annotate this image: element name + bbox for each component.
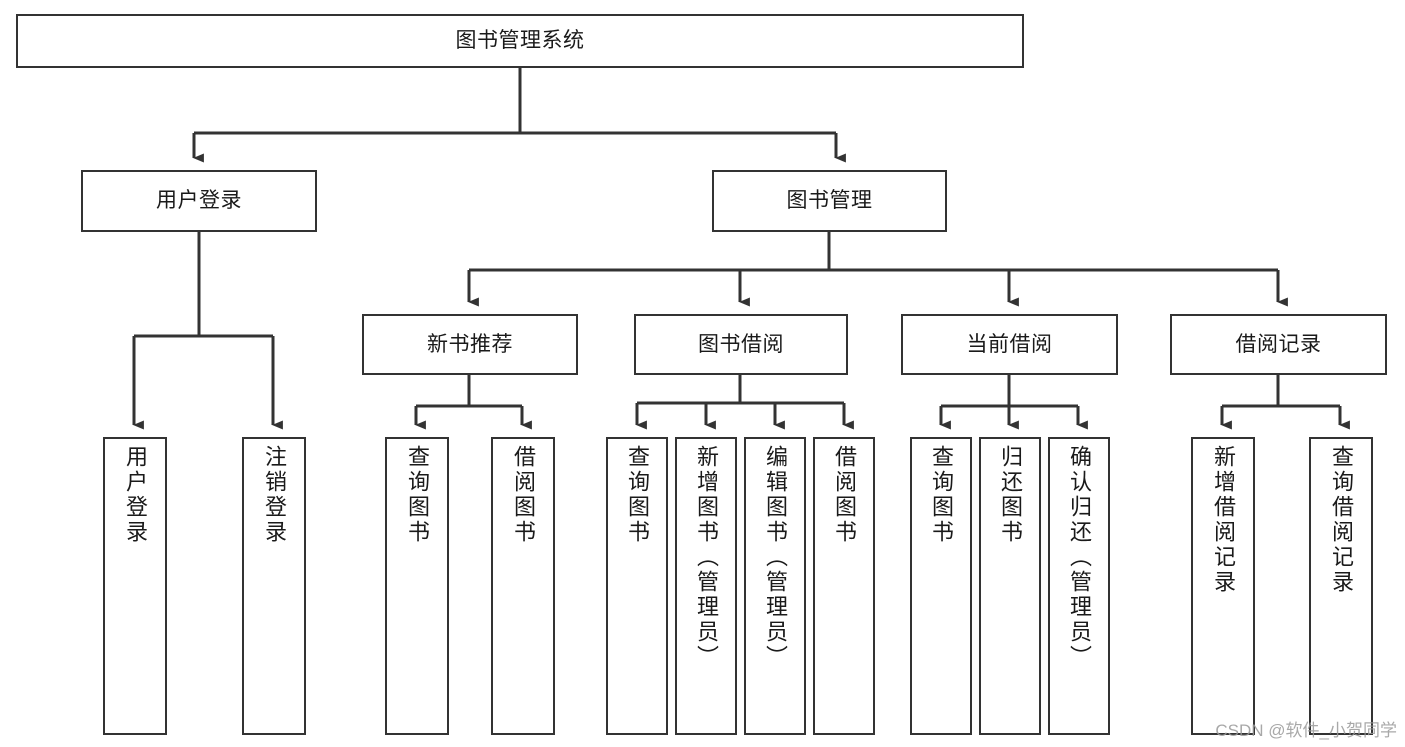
node-label: 借阅图书	[832, 445, 857, 545]
node-leaf-current-query-book[interactable]: 查询图书	[910, 437, 972, 735]
node-new-book-recommendation[interactable]: 新书推荐	[362, 314, 578, 375]
node-book-borrowing[interactable]: 图书借阅	[634, 314, 848, 375]
node-leaf-current-confirm-return-admin[interactable]: 确认归还（管理员）	[1048, 437, 1110, 735]
node-borrowing-record[interactable]: 借阅记录	[1170, 314, 1387, 375]
node-label: 确认归还（管理员）	[1067, 445, 1092, 670]
node-leaf-current-return-book[interactable]: 归还图书	[979, 437, 1041, 735]
node-label: 当前借阅	[966, 332, 1053, 356]
node-leaf-recommend-borrow-book[interactable]: 借阅图书	[491, 437, 555, 735]
node-label: 查询图书	[625, 445, 650, 545]
node-label: 图书管理	[786, 189, 873, 213]
node-label: 新增借阅记录	[1211, 445, 1236, 595]
node-leaf-logout[interactable]: 注销登录	[242, 437, 306, 735]
node-label: 新书推荐	[427, 332, 513, 356]
node-user-login[interactable]: 用户登录	[81, 170, 317, 232]
node-current-borrowing[interactable]: 当前借阅	[901, 314, 1118, 375]
node-label: 查询借阅记录	[1329, 445, 1354, 595]
node-leaf-borrow-query-book[interactable]: 查询图书	[606, 437, 668, 735]
node-leaf-record-query-borrow-record[interactable]: 查询借阅记录	[1309, 437, 1373, 735]
watermark-text: CSDN @软件_小贺同学	[1215, 721, 1397, 740]
node-label: 借阅记录	[1235, 332, 1322, 356]
node-book-management[interactable]: 图书管理	[712, 170, 947, 232]
node-leaf-record-add-borrow-record[interactable]: 新增借阅记录	[1191, 437, 1255, 735]
node-label: 编辑图书（管理员）	[763, 445, 788, 670]
node-leaf-borrow-borrow-book[interactable]: 借阅图书	[813, 437, 875, 735]
node-leaf-borrow-edit-book-admin[interactable]: 编辑图书（管理员）	[744, 437, 806, 735]
node-label: 用户登录	[156, 189, 242, 213]
node-label: 新增图书（管理员）	[694, 445, 719, 670]
node-leaf-user-login[interactable]: 用户登录	[103, 437, 167, 735]
node-leaf-borrow-add-book-admin[interactable]: 新增图书（管理员）	[675, 437, 737, 735]
node-label: 图书借阅	[698, 332, 784, 356]
node-root-library-management-system[interactable]: 图书管理系统	[16, 14, 1024, 68]
node-label: 归还图书	[998, 445, 1023, 545]
node-label: 查询图书	[929, 445, 954, 545]
node-label: 借阅图书	[511, 445, 536, 545]
node-label: 图书管理系统	[455, 29, 585, 53]
node-leaf-recommend-query-book[interactable]: 查询图书	[385, 437, 449, 735]
node-label: 用户登录	[123, 445, 148, 545]
node-label: 查询图书	[405, 445, 430, 545]
node-label: 注销登录	[262, 445, 287, 545]
